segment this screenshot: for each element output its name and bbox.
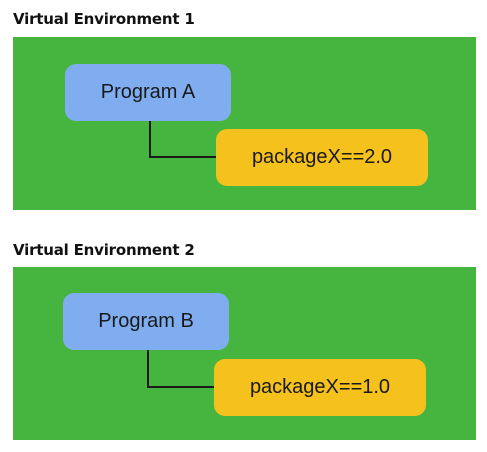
environment-1-package-node: packageX==2.0 (216, 129, 428, 186)
environment-2-program-node: Program B (63, 293, 229, 350)
environment-2-package-node: packageX==1.0 (214, 359, 426, 416)
environment-1-box: Program A packageX==2.0 (13, 37, 476, 210)
environment-1-program-node: Program A (65, 64, 231, 121)
environment-1-connector (149, 99, 217, 158)
environment-1-title: Virtual Environment 1 (13, 10, 195, 28)
environment-2-title: Virtual Environment 2 (13, 241, 195, 259)
environment-2-connector (147, 329, 215, 388)
environment-2-box: Program B packageX==1.0 (13, 267, 476, 440)
